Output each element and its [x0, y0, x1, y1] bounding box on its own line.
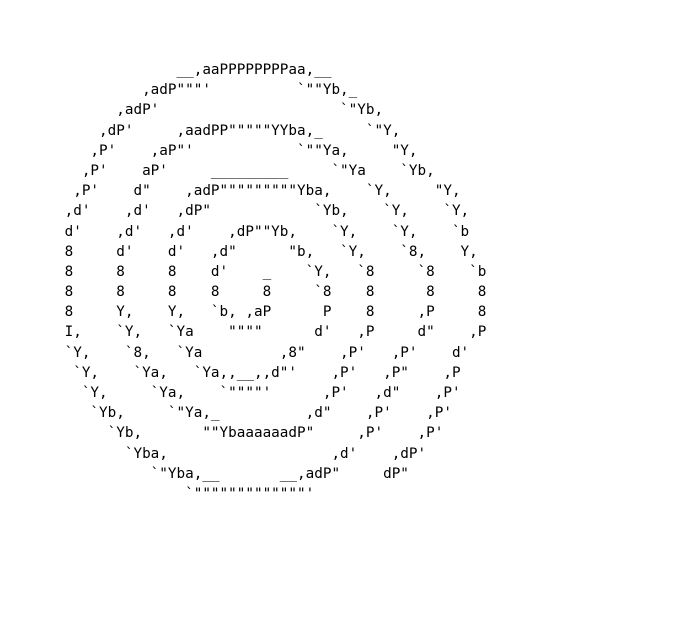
art-line: ,d' ,d' ,dP" `Yb, `Y, `Y,	[56, 203, 470, 220]
art-line: 8 Y, Y, `b, ,aP P 8 ,P 8	[56, 304, 487, 321]
art-line: I, `Y, `Ya """" d' ,P d" ,P	[56, 324, 487, 341]
art-line: `Yba, ,d' ,dP'	[56, 445, 427, 462]
art-line: d' ,d' ,d' ,dP""Yb, `Y, `Y, `b	[56, 223, 470, 240]
art-line: ,P' aP' _________ `"Ya `Yb,	[56, 162, 435, 179]
art-line: ,dP' ,aadPP"""""YYba,_ `"Y,	[56, 122, 401, 139]
art-line: ,P' d" ,adP"""""""""Yba, `Y, "Y,	[56, 183, 461, 200]
art-line: `Y, `Ya, `Ya,,__,,d"' ,P' ,P" ,P	[56, 364, 461, 381]
art-line: `Yb, `"Ya,_ ,d" ,P' ,P'	[56, 405, 452, 422]
art-line: 8 8 8 8 8 `8 8 8 8	[56, 284, 487, 301]
art-line: `"Yba,__ __,adP" dP"	[56, 465, 409, 482]
art-line: 8 d' d' ,d" "b, `Y, `8, Y,	[56, 243, 478, 260]
art-line: ,adP"""' `""Yb,_	[56, 82, 358, 99]
art-line: `Y, `8, `Ya ,8" ,P' ,P' d'	[56, 344, 470, 361]
art-line: `Y, `Ya, `""""' ,P' ,d" ,P'	[56, 385, 461, 401]
art-line: ,adP' `"Yb,	[56, 102, 384, 119]
art-line: __,aaPPPPPPPPaa,__	[56, 62, 332, 78]
art-line: ,P' ,aP"' `""Ya, "Y,	[56, 142, 418, 159]
art-line: `Yb, ""YbaaaaaadP" ,P' ,P'	[56, 425, 444, 442]
art-line: 8 8 8 d' _ `Y, `8 `8 `b	[56, 263, 487, 280]
art-line: `"""""""""""""'	[56, 485, 315, 502]
ascii-spiral-art: __,aaPPPPPPPPaa,__ ,adP"""' `""Yb,_ ,adP…	[56, 60, 487, 504]
